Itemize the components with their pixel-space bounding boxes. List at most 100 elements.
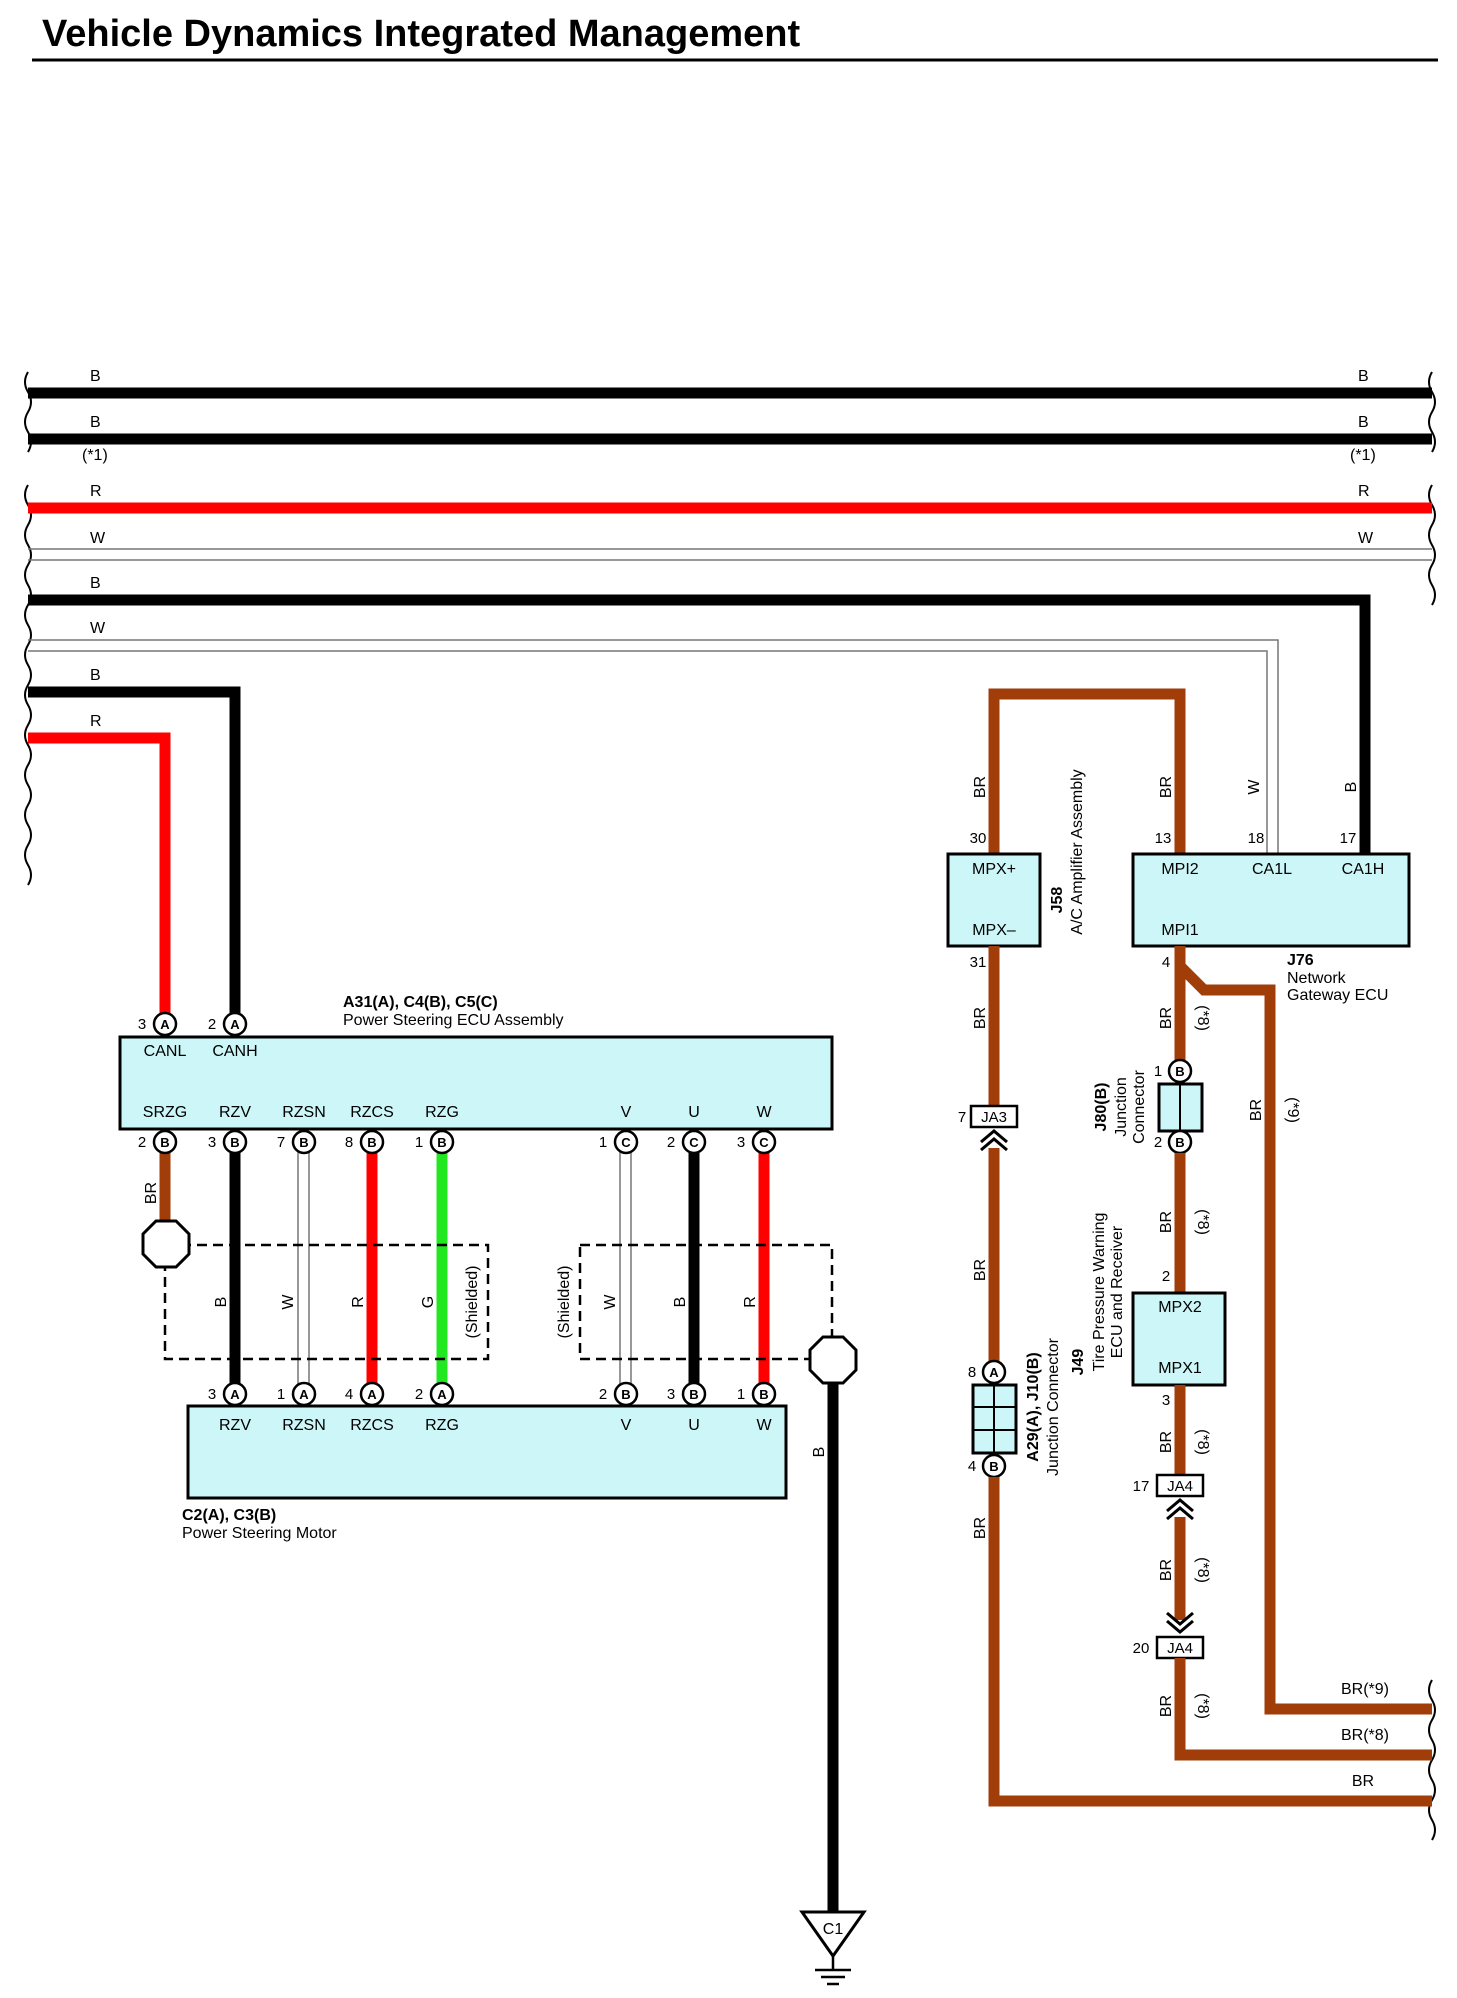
svg-text:RZCS: RZCS — [350, 1417, 394, 1434]
note8-ja4-bottom: (*8) — [1194, 1693, 1211, 1719]
ac-pin-bottom-label: MPX– — [972, 922, 1016, 939]
br-label-ja4-link: BR — [1158, 1559, 1175, 1581]
ja4-bottom-label: JA4 — [1167, 1640, 1193, 1657]
note8-j49-bottom: (*8) — [1194, 1429, 1211, 1455]
j80-name-1: Junction — [1113, 1077, 1130, 1137]
ja4-top-label: JA4 — [1167, 1478, 1193, 1495]
svg-text:RZSN: RZSN — [282, 1104, 326, 1121]
shield-label-1: (Shielded) — [464, 1266, 481, 1339]
tpms-name-1: Tire Pressure Warning — [1091, 1213, 1108, 1372]
wire-br-a29-to-bus — [988, 1477, 1432, 1807]
bus-b-1-left-label: B — [90, 368, 101, 385]
svg-text:2: 2 — [138, 1134, 146, 1151]
br-label-j49-bottom: BR — [1158, 1431, 1175, 1453]
j80-pin-top: B 1 — [1154, 1058, 1193, 1084]
gw-ref: J76 — [1287, 952, 1314, 969]
bus-w-left-label: W — [90, 530, 106, 547]
gw-pin-ca1l-label: CA1L — [1252, 861, 1292, 878]
br-label-9-branch: BR — [1248, 1099, 1265, 1121]
wire-br-loop-top — [988, 688, 1186, 854]
ja4-top-chevrons — [1166, 1498, 1194, 1521]
svg-text:U: U — [688, 1104, 700, 1121]
shield-label-2: (Shielded) — [556, 1266, 573, 1339]
br9-bus-label: BR(*9) — [1341, 1681, 1389, 1698]
left-break-marks — [24, 371, 32, 886]
svg-text:A: A — [367, 1387, 377, 1402]
bus-w — [28, 548, 1432, 561]
splice-octagon-right — [808, 1335, 858, 1385]
wire-rzv-color: B — [213, 1297, 230, 1308]
gw-pin-mpi2-num: 13 — [1155, 830, 1172, 847]
note9-branch: (*9) — [1284, 1097, 1301, 1123]
br-bus-label: BR — [1352, 1773, 1374, 1790]
svg-text:B: B — [299, 1135, 308, 1150]
bus-b-2-left-note: (*1) — [82, 447, 108, 464]
w-label-gw-top: W — [1246, 779, 1263, 795]
feed-b-to-canh — [28, 686, 241, 1024]
ja3-label: JA3 — [981, 1109, 1007, 1126]
a29-junction-connector — [971, 1383, 1018, 1455]
note8-ja4-link: (*8) — [1194, 1557, 1211, 1583]
feed-b-2-label: B — [90, 667, 101, 684]
gw-pin-mpi1-num: 4 — [1162, 954, 1170, 971]
ac-ref: J58 — [1049, 887, 1066, 914]
svg-text:B: B — [989, 1459, 998, 1474]
svg-text:B: B — [160, 1135, 169, 1150]
svg-text:8: 8 — [968, 1364, 976, 1381]
bus-b-1-right-label: B — [1358, 368, 1369, 385]
right-break-marks — [1428, 371, 1436, 1841]
svg-text:B: B — [621, 1387, 630, 1402]
tpms-ref: J49 — [1070, 1349, 1087, 1376]
bus-b-2-right-note: (*1) — [1350, 447, 1376, 464]
gw-pin-mpi2-label: MPI2 — [1161, 861, 1198, 878]
shield-box-1 — [163, 1243, 490, 1361]
svg-text:3: 3 — [208, 1386, 216, 1403]
svg-text:3: 3 — [667, 1386, 675, 1403]
wire-rzg-color: G — [420, 1296, 437, 1308]
br-label-mpi1: BR — [1158, 1007, 1175, 1029]
ja3-num: 7 — [958, 1109, 966, 1126]
svg-text:7: 7 — [277, 1134, 285, 1151]
wire-br-9-branch — [1176, 962, 1432, 1715]
ecu-ref: A31(A), C4(B), C5(C) — [343, 994, 498, 1011]
svg-text:A: A — [160, 1017, 170, 1032]
tpms-pin-bottom-num: 3 — [1162, 1392, 1170, 1409]
br8-bus-label: BR(*8) — [1341, 1727, 1389, 1744]
a29-ref: A29(A), J10(B) — [1025, 1352, 1042, 1461]
ac-amplifier-box — [946, 852, 1042, 948]
svg-text:RZSN: RZSN — [282, 1417, 326, 1434]
svg-text:A: A — [989, 1365, 999, 1380]
wire-ground-label: B — [811, 1447, 828, 1458]
tpms-pin-top-label: MPX2 — [1158, 1299, 1202, 1316]
svg-text:1: 1 — [415, 1134, 423, 1151]
svg-text:1: 1 — [737, 1386, 745, 1403]
br-label-ac-bottom: BR — [972, 1007, 989, 1029]
svg-text:CANL: CANL — [144, 1043, 187, 1060]
wire-srzg-label: BR — [143, 1182, 160, 1204]
ja3-chevrons — [980, 1129, 1008, 1152]
wire-v — [619, 1140, 632, 1390]
wire-u-color: B — [672, 1297, 689, 1308]
svg-text:B: B — [689, 1387, 698, 1402]
note8-j80-bottom: (*8) — [1194, 1209, 1211, 1235]
a29-pin-top: A 8 — [968, 1359, 1007, 1385]
svg-text:A: A — [437, 1387, 447, 1402]
svg-text:4: 4 — [968, 1458, 976, 1475]
gw-pin-mpi1-label: MPI1 — [1161, 922, 1198, 939]
svg-text:8: 8 — [345, 1134, 353, 1151]
svg-text:C: C — [759, 1135, 769, 1150]
splice-octagon-left — [141, 1219, 191, 1269]
svg-text:2: 2 — [599, 1386, 607, 1403]
svg-text:B: B — [230, 1135, 239, 1150]
j80-pin-bottom: B 2 — [1154, 1129, 1193, 1155]
svg-text:RZV: RZV — [219, 1104, 251, 1121]
ecu-top-pin-canl: A 3 CANL — [138, 1011, 187, 1060]
